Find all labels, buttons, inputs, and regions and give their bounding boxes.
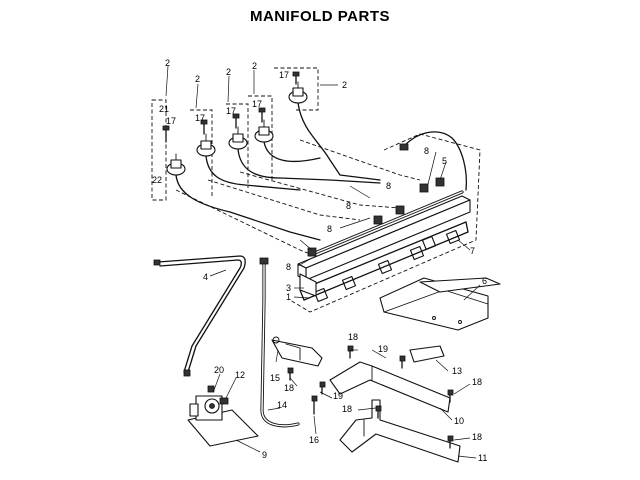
valve-tube <box>175 174 321 241</box>
tube-guide <box>207 179 361 221</box>
callout-6: 6 <box>482 276 487 286</box>
burner-valve <box>254 119 274 143</box>
callout-18: 18 <box>472 377 482 387</box>
callout-13: 13 <box>452 366 462 376</box>
valve-enclosure-4 <box>248 95 273 180</box>
callout-17: 17 <box>166 116 176 126</box>
callout-12: 12 <box>235 370 245 380</box>
valve-enclosure-1 <box>151 99 167 201</box>
page-title: MANIFOLD PARTS <box>249 8 391 25</box>
pressure-regulator <box>187 385 259 447</box>
callout-21: 21 <box>159 104 169 114</box>
burner-valve <box>228 126 248 150</box>
fastener-icon <box>287 345 454 449</box>
valve-enclosure-5 <box>274 67 319 111</box>
valve-tube <box>237 148 381 184</box>
callout-2: 2 <box>165 58 170 68</box>
valve-tube <box>205 155 301 191</box>
orifice-holder <box>307 177 445 257</box>
burner-valve-group <box>151 67 421 259</box>
burner-valve <box>166 153 186 176</box>
callout-18: 18 <box>284 383 294 393</box>
flex-tube <box>153 255 246 377</box>
callout-11: 11 <box>478 453 487 463</box>
callout-4: 4 <box>203 272 208 282</box>
callout-17: 17 <box>252 99 262 109</box>
manifold-outline <box>289 133 481 313</box>
valve-tube <box>297 102 381 181</box>
valve-enclosure-2 <box>190 109 213 196</box>
supply-tube <box>259 257 300 428</box>
screw-icon <box>162 71 300 143</box>
burner-tube-lower <box>339 399 461 463</box>
callout-19: 19 <box>378 344 388 354</box>
callout-17: 17 <box>226 106 236 116</box>
callout-8: 8 <box>286 262 291 272</box>
callout-18: 18 <box>348 332 358 342</box>
callout-1: 1 <box>286 292 291 302</box>
callout-8: 8 <box>424 146 429 156</box>
callout-10: 10 <box>454 416 464 426</box>
valve-enclosure-3 <box>226 103 249 188</box>
tube-guide <box>239 171 401 209</box>
callout-8: 8 <box>327 224 332 234</box>
callout-18: 18 <box>472 432 482 442</box>
callout-2: 2 <box>252 61 257 71</box>
tube-guide <box>175 189 321 259</box>
ignition-wire <box>403 131 468 191</box>
leader-lines <box>165 65 481 459</box>
valve-tube <box>263 141 321 163</box>
callout-2: 2 <box>226 67 231 77</box>
callout-8: 8 <box>386 181 391 191</box>
callout-16: 16 <box>309 435 319 445</box>
callout-15: 15 <box>270 373 280 383</box>
callout-2: 2 <box>195 74 200 84</box>
callout-2: 2 <box>342 80 347 90</box>
callout-18: 18 <box>342 404 352 414</box>
callout-14: 14 <box>277 400 287 410</box>
callout-17: 17 <box>195 113 205 123</box>
callout-20: 20 <box>214 365 224 375</box>
callout-17: 17 <box>279 70 289 80</box>
callout-5: 5 <box>442 156 447 166</box>
callout-9: 9 <box>262 450 267 460</box>
tube-guide <box>299 139 421 181</box>
shield-plate <box>379 277 501 331</box>
callout-labels: 2 2 2 2 2 17 21 17 17 17 17 22 8 5 8 8 8… <box>152 58 487 463</box>
callout-22: 22 <box>152 175 162 185</box>
burner-valve <box>288 81 308 104</box>
callout-7: 7 <box>470 246 475 256</box>
callout-8: 8 <box>346 201 351 211</box>
callout-19: 19 <box>333 391 343 401</box>
burner-tube-upper <box>329 345 451 413</box>
burner-valve <box>196 133 216 157</box>
manifold-bar <box>289 131 481 313</box>
callout-3: 3 <box>286 283 291 293</box>
regulator-bracket <box>271 336 323 367</box>
